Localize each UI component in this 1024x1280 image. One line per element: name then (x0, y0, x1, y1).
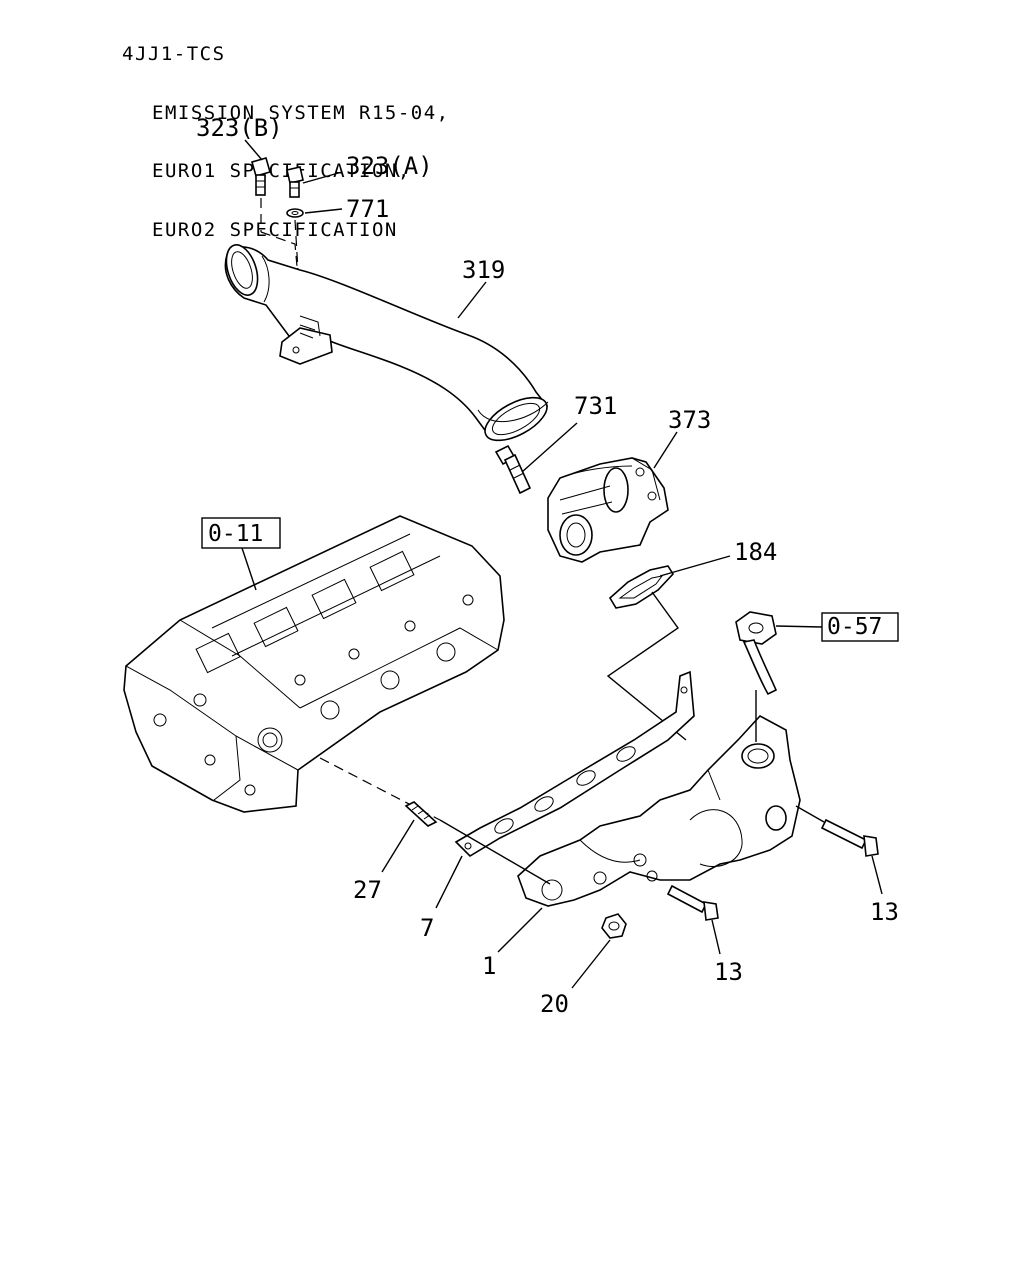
stud-27[interactable] (404, 801, 438, 827)
callout-27: 27 (353, 876, 382, 904)
intake-manifold-1[interactable] (517, 715, 801, 907)
header-line-euro1: EURO1 SPECIFICATION, (152, 160, 411, 182)
callout-319: 319 (462, 256, 505, 284)
callout-1: 1 (482, 952, 496, 980)
leader-731 (521, 422, 578, 473)
model-code: 4JJ1-TCS (122, 43, 226, 65)
egr-valve-373[interactable] (547, 457, 669, 563)
assembly-line-184 (606, 591, 687, 741)
callout-184: 184 (734, 538, 777, 566)
callout-373: 373 (668, 406, 711, 434)
ref-box-0-11[interactable] (201, 517, 281, 549)
bolt-323a[interactable] (286, 166, 304, 198)
callout-7: 7 (420, 914, 434, 942)
leader-13-right (871, 855, 883, 895)
header-line-euro2: EURO2 SPECIFICATION (152, 218, 398, 241)
leader-319 (457, 281, 487, 319)
callout-13-right: 13 (870, 898, 899, 926)
leader-184 (659, 555, 731, 577)
nut-20[interactable] (601, 913, 627, 939)
egr-pipe-319[interactable] (221, 241, 554, 449)
leader-771 (304, 208, 343, 214)
callout-323b: 323(B) (196, 114, 283, 142)
callout-323a: 323(A) (346, 152, 433, 180)
bolt-323b[interactable] (251, 157, 271, 196)
manifold-gasket-7[interactable] (454, 670, 695, 858)
leader-373 (653, 431, 678, 469)
bolt-13-right-align (795, 805, 825, 823)
washer-771[interactable] (286, 208, 304, 218)
pipe-0-57[interactable] (735, 611, 778, 696)
leader-27 (381, 819, 415, 873)
leader-20 (571, 939, 611, 989)
leader-0-57 (775, 625, 823, 628)
header-line-emission: EMISSION SYSTEM R15-04, (152, 101, 450, 124)
callout-731: 731 (574, 392, 617, 420)
ref-0-57: 0-57 (827, 614, 882, 640)
leader-13-lower (711, 919, 721, 955)
bolt-13-lower[interactable] (666, 884, 719, 921)
leader-323a (302, 171, 343, 184)
diagram-header: 4JJ1-TCS EMISSION SYSTEM R15-04, EURO1 S… (122, 6, 450, 260)
manifold-align-line (439, 819, 551, 885)
cylinder-head[interactable] (123, 515, 505, 813)
leader-7 (435, 855, 463, 909)
leader-323b (244, 139, 263, 161)
bolt-13-right[interactable] (820, 818, 879, 857)
leader-0-11 (241, 547, 257, 591)
leader-1 (497, 907, 543, 953)
ref-0-11: 0-11 (208, 521, 263, 547)
callout-20: 20 (540, 990, 569, 1018)
gasket-184[interactable] (608, 565, 675, 609)
callout-771: 771 (346, 195, 389, 223)
callout-13-lower: 13 (714, 958, 743, 986)
bolt-731[interactable] (494, 444, 532, 495)
